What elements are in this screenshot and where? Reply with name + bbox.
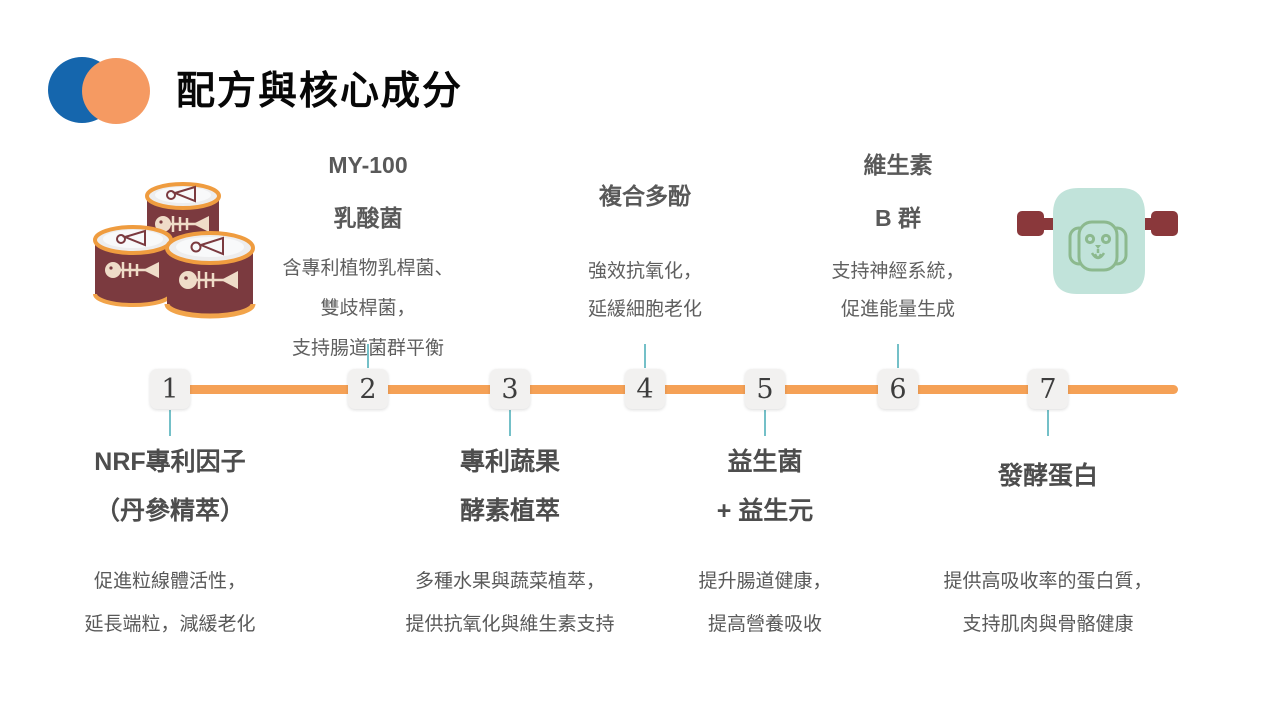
timeline-node-3: 3: [490, 369, 530, 409]
ingredient-desc-line: 提高營養吸收: [707, 614, 822, 635]
connector-line-3: [509, 410, 511, 436]
ingredient-title-line: 酵素植萃: [459, 497, 560, 525]
cat-food-cans-icon: [83, 176, 268, 329]
connector-line-5: [764, 410, 766, 436]
ingredient-desc-line: 促進能量生成: [840, 299, 955, 320]
timeline-node-2: 2: [348, 369, 388, 409]
timeline-node-6: 6: [878, 369, 918, 409]
ingredient-title-line: 乳酸菌: [333, 205, 403, 231]
ingredient-desc-line: 多種水果與蔬菜植萃，: [414, 571, 605, 592]
ingredient-title-line: 專利蔬果: [459, 448, 560, 476]
node-number: 2: [359, 373, 377, 405]
timeline-line: [166, 385, 1178, 394]
ingredient-desc-line: 提升腸道健康，: [698, 571, 832, 592]
ingredient-block-probiotic: 益生菌 + 益生元 提升腸道健康， 提高營養吸收: [615, 438, 915, 646]
timeline-node-4: 4: [625, 369, 665, 409]
ingredient-desc-line: 支持肌肉與骨骼健康: [962, 614, 1134, 635]
ingredient-desc-line: 支持腸道菌群平衡: [291, 338, 444, 359]
connector-line-2: [367, 344, 369, 368]
ingredient-title-line: 維生素: [863, 152, 933, 178]
connector-line-4: [644, 344, 646, 368]
ingredient-desc-line: 強效抗氧化，: [587, 261, 702, 282]
timeline-node-1: 1: [150, 369, 190, 409]
ingredient-desc-line: 促進粒線體活性，: [93, 571, 246, 592]
connector-line-6: [897, 344, 899, 368]
page-title: 配方與核心成分: [176, 70, 464, 113]
ingredient-title-line: B 群: [875, 205, 921, 231]
timeline-node-7: 7: [1028, 369, 1068, 409]
ingredient-block-nrf: NRF專利因子 （丹參精萃） 促進粒線體活性， 延長端粒，減緩老化: [10, 438, 330, 646]
connector-line-7: [1047, 410, 1049, 436]
ingredient-desc-line: 延緩細胞老化: [587, 299, 702, 320]
ingredient-desc-line: 含專利植物乳桿菌、: [282, 258, 454, 279]
timeline-node-5: 5: [745, 369, 785, 409]
connector-line-1: [169, 410, 171, 436]
ingredient-block-polyphenol: 複合多酚 強效抗氧化， 延緩細胞老化: [495, 170, 795, 329]
ingredient-desc-line: 支持神經系統，: [831, 261, 965, 282]
pet-food-pouch-icon: [1015, 180, 1180, 310]
ingredient-block-vitamin-b: 維生素 B 群 支持神經系統， 促進能量生成: [748, 139, 1048, 329]
node-number: 4: [636, 373, 654, 405]
ingredient-title-line: + 益生元: [716, 497, 814, 525]
node-number: 7: [1039, 373, 1057, 405]
ingredient-title-line: 複合多酚: [599, 183, 691, 209]
ingredient-desc-line: 雙歧桿菌，: [320, 298, 416, 319]
ingredient-block-enzyme: 專利蔬果 酵素植萃 多種水果與蔬菜植萃， 提供抗氧化與維生素支持: [350, 438, 670, 646]
node-number: 3: [501, 373, 519, 405]
ingredient-title-line: （丹參精萃）: [94, 497, 245, 525]
ingredient-title-line: 益生菌: [727, 448, 803, 476]
node-number: 5: [756, 373, 774, 405]
ingredient-block-fermented-protein: 發酵蛋白 提供高吸收率的蛋白質， 支持肌肉與骨骼健康: [888, 452, 1208, 646]
ingredient-title-line: MY-100: [328, 152, 408, 178]
ingredient-desc-line: 提供抗氧化與維生素支持: [405, 614, 615, 635]
node-number: 1: [161, 373, 179, 405]
ingredient-block-my100: MY-100 乳酸菌 含專利植物乳桿菌、 雙歧桿菌， 支持腸道菌群平衡: [218, 139, 518, 369]
node-number: 6: [889, 373, 907, 405]
decorative-circle-orange: [82, 58, 150, 124]
ingredient-title-line: 發酵蛋白: [997, 462, 1098, 490]
ingredient-desc-line: 提供高吸收率的蛋白質，: [943, 571, 1153, 592]
ingredient-desc-line: 延長端粒，減緩老化: [84, 614, 256, 635]
ingredient-title-line: NRF專利因子: [94, 448, 246, 476]
